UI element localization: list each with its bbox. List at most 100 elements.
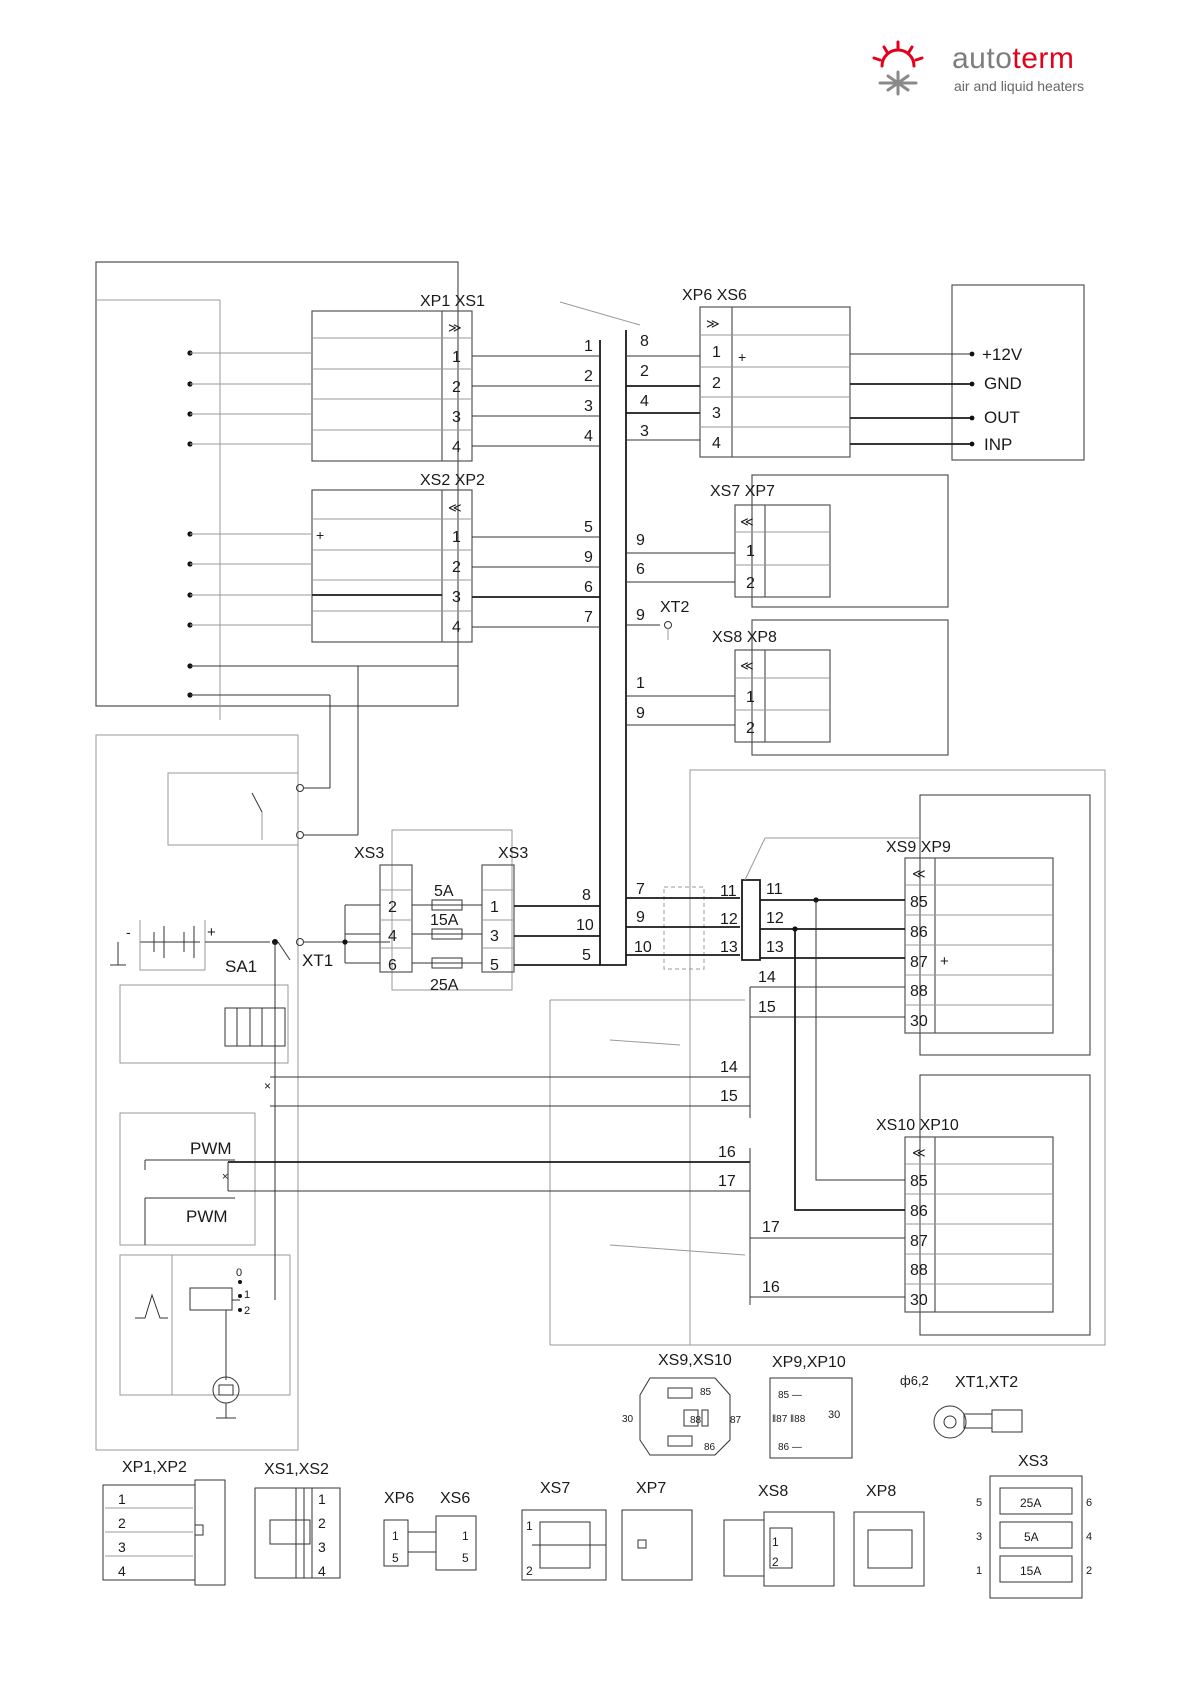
svg-text:≪: ≪ bbox=[740, 514, 754, 529]
svg-text:4: 4 bbox=[318, 1563, 326, 1579]
wires-14-15: 14 15 × bbox=[264, 942, 750, 1300]
legend-xs1-xs2-label: XS1,XS2 bbox=[264, 1461, 329, 1478]
svg-text:15A: 15A bbox=[1020, 1564, 1041, 1578]
svg-text:+: + bbox=[207, 924, 216, 941]
legend-ring-size: ф6,2 bbox=[900, 1373, 929, 1388]
svg-text:2: 2 bbox=[526, 1564, 533, 1578]
svg-text:6: 6 bbox=[1086, 1497, 1092, 1509]
svg-text:×: × bbox=[264, 1079, 271, 1093]
relay-box-frame bbox=[549, 769, 1106, 1346]
legend-xs3: XS3 25A 5A 15A 5 6 3 4 1 2 bbox=[976, 1453, 1092, 1599]
svg-text:3: 3 bbox=[712, 405, 721, 422]
svg-text:≪: ≪ bbox=[912, 1145, 926, 1160]
fuse-5a: 5A bbox=[434, 883, 454, 900]
svg-text:5: 5 bbox=[582, 947, 591, 964]
svg-text:88: 88 bbox=[910, 983, 928, 1000]
svg-text:7: 7 bbox=[584, 609, 593, 626]
relay-socket-xs9-xp9: ≪ 85 86 87 88 30 + XS9 XP9 bbox=[886, 839, 1054, 1034]
svg-text:14: 14 bbox=[758, 969, 776, 986]
svg-text:1: 1 bbox=[118, 1491, 126, 1507]
svg-text:4: 4 bbox=[388, 928, 397, 945]
svg-text:87: 87 bbox=[730, 1415, 742, 1426]
connector-xs7-xp7: ≪ 1 2 XS7 XP7 9 6 bbox=[626, 474, 949, 608]
svg-text:≪: ≪ bbox=[448, 500, 462, 515]
wires-16-17: × 16 17 bbox=[222, 1144, 751, 1305]
heater-internal-leads bbox=[190, 352, 458, 696]
svg-text:+: + bbox=[940, 953, 949, 970]
fuse-block-xs3: 2 4 6 1 3 5 XS3 XS3 5A 15A 25A 8 10 5 bbox=[342, 829, 600, 994]
svg-text:5: 5 bbox=[584, 519, 593, 536]
svg-text:12: 12 bbox=[766, 910, 784, 927]
svg-text:1: 1 bbox=[462, 1529, 469, 1543]
svg-text:17: 17 bbox=[718, 1173, 736, 1190]
svg-text:2: 2 bbox=[1086, 1565, 1092, 1577]
label-xs8-xp8: XS8 XP8 bbox=[712, 629, 777, 646]
svg-text:+: + bbox=[316, 527, 324, 543]
svg-text:1: 1 bbox=[772, 1535, 779, 1549]
svg-text:4: 4 bbox=[640, 393, 649, 410]
sun-snowflake-icon bbox=[872, 40, 924, 96]
inline-connector: 7 9 10 11 12 13 bbox=[626, 837, 920, 970]
svg-text:1: 1 bbox=[584, 338, 593, 355]
svg-text:6: 6 bbox=[636, 561, 645, 578]
svg-text:85 —: 85 — bbox=[778, 1390, 802, 1401]
svg-text:16: 16 bbox=[762, 1279, 780, 1296]
legend-xp9-xp10: XP9,XP10 bbox=[772, 1354, 846, 1371]
label-pwm-bottom: PWM bbox=[186, 1207, 228, 1226]
svg-text:30: 30 bbox=[910, 1013, 928, 1030]
wires-xs9: 11 12 13 14 15 bbox=[749, 881, 905, 1118]
legend-xs8-label: XS8 bbox=[758, 1483, 788, 1500]
svg-text:4: 4 bbox=[118, 1563, 126, 1579]
svg-text:86 —: 86 — bbox=[778, 1442, 802, 1453]
svg-text:4: 4 bbox=[584, 428, 593, 445]
svg-text:9: 9 bbox=[636, 705, 645, 722]
legend-xs7-xp7: XS7 XP7 1 2 bbox=[521, 1480, 693, 1581]
svg-text:5: 5 bbox=[490, 957, 499, 974]
svg-text:4: 4 bbox=[452, 439, 461, 456]
svg-text:3: 3 bbox=[118, 1539, 126, 1555]
svg-text:10: 10 bbox=[634, 939, 652, 956]
svg-text:1: 1 bbox=[452, 349, 461, 366]
svg-text:3: 3 bbox=[490, 928, 499, 945]
svg-text:5: 5 bbox=[976, 1497, 982, 1509]
svg-text:1: 1 bbox=[746, 543, 755, 560]
vehicle-frame bbox=[95, 666, 359, 1451]
svg-text:2: 2 bbox=[584, 368, 593, 385]
svg-text:2: 2 bbox=[388, 899, 397, 916]
svg-text:2: 2 bbox=[640, 363, 649, 380]
legend-xs6-label: XS6 bbox=[440, 1490, 470, 1507]
legend-xp6-label: XP6 bbox=[384, 1490, 414, 1507]
svg-text:1: 1 bbox=[392, 1529, 399, 1543]
svg-text:85: 85 bbox=[910, 1173, 928, 1190]
relay-socket-xs10-xp10: ≪ 85 86 87 88 30 XS10 XP10 bbox=[876, 1117, 1054, 1313]
svg-text:88: 88 bbox=[910, 1262, 928, 1279]
svg-text:5: 5 bbox=[392, 1551, 399, 1565]
svg-text:3: 3 bbox=[584, 398, 593, 415]
battery-and-switch: - + SA1 XT1 bbox=[110, 920, 390, 976]
label-xp6-xs6: XP6 XS6 bbox=[682, 287, 747, 304]
svg-text:11: 11 bbox=[720, 883, 737, 900]
connector-xp6-xs6: ≫ 1 2 3 4 + XP6 XS6 bbox=[682, 287, 851, 458]
legend-xs9-xs10: XS9,XS10 bbox=[658, 1352, 732, 1369]
legend-ring-terminal: ф6,2 XT1,XT2 bbox=[900, 1373, 1023, 1439]
label-xs7-xp7: XS7 XP7 bbox=[710, 483, 775, 500]
svg-text:9: 9 bbox=[636, 532, 645, 549]
svg-text:30: 30 bbox=[828, 1409, 840, 1421]
svg-text:86: 86 bbox=[704, 1442, 716, 1453]
legend-xp1-xp2: XP1,XP2 1 2 3 4 bbox=[102, 1459, 226, 1586]
svg-text:2: 2 bbox=[452, 379, 461, 396]
svg-text:3: 3 bbox=[452, 589, 461, 606]
svg-text:3: 3 bbox=[640, 423, 649, 440]
brand-logo: autoterm air and liquid heaters bbox=[870, 40, 1120, 100]
svg-text:9: 9 bbox=[636, 607, 645, 624]
svg-text:1: 1 bbox=[490, 899, 499, 916]
svg-text:8: 8 bbox=[640, 333, 649, 350]
brand-tagline: air and liquid heaters bbox=[954, 78, 1084, 94]
terminal-xt2: 9 XT2 bbox=[626, 599, 689, 640]
svg-text:2: 2 bbox=[244, 1305, 250, 1317]
svg-text:1: 1 bbox=[452, 529, 461, 546]
label-xs3-right: XS3 bbox=[498, 845, 528, 862]
wires-xs2: 5 9 6 7 bbox=[472, 519, 600, 628]
svg-text:2: 2 bbox=[452, 559, 461, 576]
label-xp1-xs1: XP1 XS1 bbox=[420, 293, 485, 310]
